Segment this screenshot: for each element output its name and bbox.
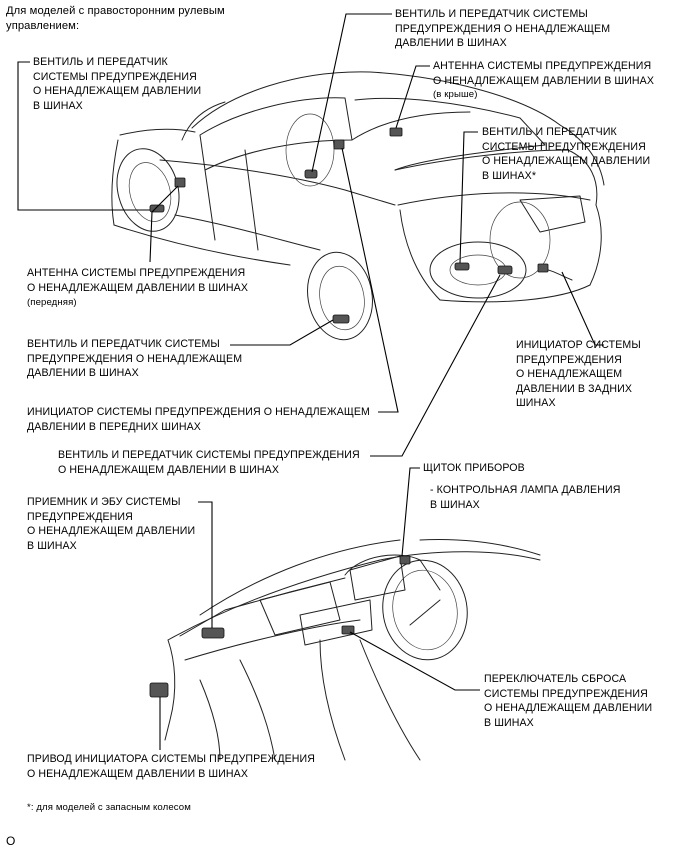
label-receiver-ecu: ПРИЕМНИК И ЭБУ СИСТЕМЫ ПРЕДУПРЕЖДЕНИЯ О … — [27, 496, 196, 552]
leader-lines — [17, 13, 604, 750]
page-header: Для моделей с правосторонним рулевым упр… — [6, 5, 225, 32]
car-illustration — [111, 71, 605, 341]
label-antenna-roof-note: (в крыше) — [433, 89, 478, 100]
label-valve-top-center: ВЕНТИЛЬ И ПЕРЕДАТЧИК СИСТЕМЫ ПРЕДУПРЕЖДЕ… — [395, 8, 611, 50]
label-valve-spare: ВЕНТИЛЬ И ПЕРЕДАТЧИК СИСТЕМЫ ПРЕДУПРЕЖДЕ… — [482, 126, 651, 182]
footnote: *: для моделей с запасным колесом — [27, 802, 191, 813]
label-initiator-driver: ПРИВОД ИНИЦИАТОРА СИСТЕМЫ ПРЕДУПРЕЖДЕНИЯ… — [27, 753, 316, 780]
label-valve-rear-right: ВЕНТИЛЬ И ПЕРЕДАТЧИК СИСТЕМЫ ПРЕДУПРЕЖДЕ… — [58, 449, 360, 476]
dashboard-illustration — [149, 539, 541, 761]
label-meter: ЩИТОК ПРИБОРОВ — [423, 462, 525, 474]
page-mark: O — [6, 834, 16, 848]
label-meter-lamp: - КОНТРОЛЬНАЯ ЛАМПА ДАВЛЕНИЯ В ШИНАХ — [430, 484, 621, 511]
label-initiator-rear: ИНИЦИАТОР СИСТЕМЫ ПРЕДУПРЕЖДЕНИЯ О НЕНАД… — [516, 339, 641, 410]
label-valve-rear-left: ВЕНТИЛЬ И ПЕРЕДАТЧИК СИСТЕМЫ ПРЕДУПРЕЖДЕ… — [27, 338, 243, 380]
label-valve-front-left: ВЕНТИЛЬ И ПЕРЕДАТЧИК СИСТЕМЫ ПРЕДУПРЕЖДЕ… — [33, 56, 202, 112]
label-antenna-roof: АНТЕННА СИСТЕМЫ ПРЕДУПРЕЖДЕНИЯ О НЕНАДЛЕ… — [433, 60, 655, 87]
label-reset-switch: ПЕРЕКЛЮЧАТЕЛЬ СБРОСА СИСТЕМЫ ПРЕДУПРЕЖДЕ… — [484, 673, 653, 729]
label-antenna-front: АНТЕННА СИСТЕМЫ ПРЕДУПРЕЖДЕНИЯ О НЕНАДЛЕ… — [27, 267, 249, 294]
label-initiator-front: ИНИЦИАТОР СИСТЕМЫ ПРЕДУПРЕЖДЕНИЯ О НЕНАД… — [27, 406, 370, 433]
label-antenna-front-note: (передняя) — [27, 297, 77, 308]
